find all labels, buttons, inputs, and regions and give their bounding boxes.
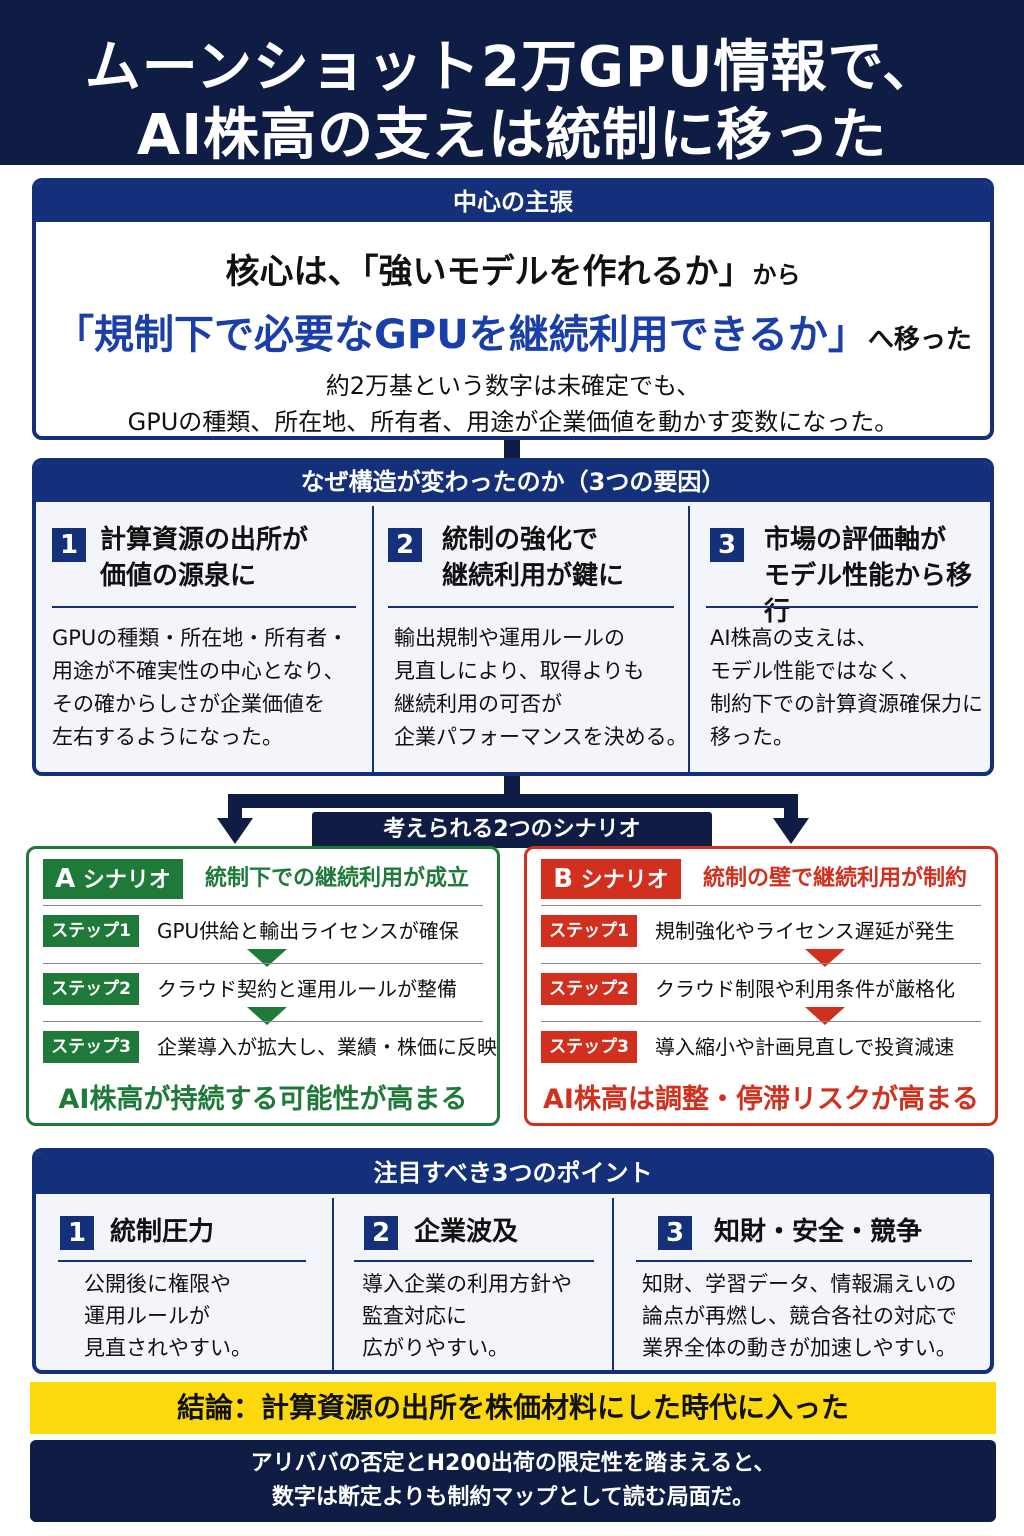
why-box: なぜ構造が変わったのか（3つの要因） 1 計算資源の出所が価値の源泉に GPUの… (32, 458, 994, 776)
central-claim-box: 中心の主張 核心は、「強いモデルを作れるか」から 「規制下で必要なGPUを継続利… (32, 178, 994, 440)
point-divider-1 (58, 1260, 306, 1262)
scenario-b-step-2-label: ステップ2 (541, 973, 637, 1005)
factor-divider-1 (52, 606, 356, 608)
claim-line2-suffix: へ移った (867, 325, 972, 355)
scenario-a-badge: A シナリオ (43, 859, 183, 899)
factor-number-3: 3 (710, 528, 744, 562)
scenario-a-step-2-text: クラウド契約と運用ルールが整備 (157, 977, 457, 1001)
scenario-a-box: A シナリオ 統制下での継続利用が成立 ステップ1 GPU供給と輸出ライセンスが… (26, 846, 500, 1126)
claim-line1: 核心は、「強いモデルを作れるか」から (36, 244, 990, 293)
page-title-line2: AI株高の支えは統制に移った (136, 103, 888, 168)
divider (541, 1021, 981, 1022)
central-claim-heading: 中心の主張 (36, 182, 990, 222)
footer-note: アリババの否定とH200出荷の限定性を踏まえると、 数字は断定よりも制約マップと… (30, 1440, 996, 1522)
conclusion-banner: 結論：計算資源の出所を株価材料にした時代に入った (30, 1382, 996, 1434)
factor-body-3: AI株高の支えは、モデル性能ではなく、制約下での計算資源確保力に移った。 (710, 626, 983, 749)
page-header: ムーンショット2万GPU情報で、 AI株高の支えは統制に移った (0, 0, 1024, 168)
divider (43, 963, 483, 964)
point-title-2: 企業波及 (414, 1217, 519, 1247)
claim-line1-suffix: から (752, 261, 801, 289)
factor-divider-3 (706, 606, 978, 608)
arrow-down-icon (217, 818, 253, 844)
point-divider-2 (354, 1260, 594, 1262)
page-title-line1: ムーンショット2万GPU情報で、 (84, 35, 940, 100)
footer-line1: アリババの否定とH200出荷の限定性を踏まえると、 (250, 1451, 776, 1476)
scenario-b-title: 統制の壁で継続利用が制約 (703, 866, 968, 891)
scenario-a-step-1-label: ステップ1 (43, 915, 139, 947)
point-title-1: 統制圧力 (110, 1217, 215, 1247)
arrow-down-icon (247, 949, 287, 967)
divider (541, 963, 981, 964)
point-number-3: 3 (658, 1216, 692, 1250)
scenario-a-step-3-text: 企業導入が拡大し、業績・株価に反映 (157, 1035, 497, 1059)
connector-line (504, 440, 520, 460)
factor-column-2: 2 統制の強化で継続利用が鍵に 輸出規制や運用ルールの見直しにより、取得よりも継… (372, 506, 688, 772)
arrow-down-icon (247, 1007, 287, 1025)
connector-line (228, 794, 242, 820)
factor-title-3: 市場の評価軸がモデル性能から移行 (764, 525, 973, 627)
divider (541, 905, 981, 906)
factor-divider-2 (388, 606, 674, 608)
point-column-2: 2 企業波及 導入企業の利用方針や監査対応に広がりやすい。 (332, 1198, 612, 1370)
connector-line (504, 776, 520, 796)
connector-line (784, 794, 798, 820)
points-box: 注目すべき3つのポイント 1 統制圧力 公開後に権限や運用ルールが見直されやすい… (32, 1148, 994, 1374)
arrow-down-icon (805, 949, 845, 967)
scenario-b-step-2-text: クラウド制限や利用条件が厳格化 (655, 977, 955, 1001)
scenario-b-step-1-text: 規制強化やライセンス遅延が発生 (655, 919, 955, 943)
point-body-1: 公開後に権限や運用ルールが見直されやすい。 (84, 1272, 252, 1360)
point-column-3: 3 知財・安全・競争 知財、学習データ、情報漏えいの論点が再燃し、競合各社の対応… (612, 1198, 990, 1370)
point-divider-3 (636, 1260, 972, 1262)
scenarios-label: 考えられる2つのシナリオ (312, 812, 712, 848)
factor-column-1: 1 計算資源の出所が価値の源泉に GPUの種類・所在地・所有者・用途が不確実性の… (36, 506, 372, 772)
scenario-a-step-1-text: GPU供給と輸出ライセンスが確保 (157, 919, 459, 943)
point-number-1: 1 (60, 1216, 94, 1250)
scenario-a-step-2-label: ステップ2 (43, 973, 139, 1005)
claim-line2-main: 「規制下で必要なGPUを継続利用できるか」 (54, 312, 868, 358)
point-title-3: 知財・安全・競争 (714, 1217, 923, 1247)
claim-line4: GPUの種類、所在地、所有者、用途が企業価値を動かす変数になった。 (127, 408, 899, 436)
point-column-1: 1 統制圧力 公開後に権限や運用ルールが見直されやすい。 (36, 1198, 332, 1370)
point-number-2: 2 (364, 1216, 398, 1250)
arrow-down-icon (773, 818, 809, 844)
factor-number-1: 1 (52, 528, 86, 562)
point-body-2: 導入企業の利用方針や監査対応に広がりやすい。 (362, 1272, 572, 1360)
divider (43, 905, 483, 906)
scenario-b-step-1-label: ステップ1 (541, 915, 637, 947)
claim-line2: 「規制下で必要なGPUを継続利用できるか」へ移った (36, 302, 990, 360)
scenario-a-result: AI株高が持続する可能性が高まる (58, 1084, 468, 1115)
why-heading: なぜ構造が変わったのか（3つの要因） (36, 462, 990, 502)
divider (43, 1021, 483, 1022)
claim-line1-main: 核心は、「強いモデルを作れるか」 (225, 252, 753, 292)
scenario-b-box: B シナリオ 統制の壁で継続利用が制約 ステップ1 規制強化やライセンス遅延が発… (524, 846, 998, 1126)
factor-column-3: 3 市場の評価軸がモデル性能から移行 AI株高の支えは、モデル性能ではなく、制約… (688, 506, 990, 772)
claim-line3: 約2万基という数字は未確定でも、 (325, 372, 701, 400)
point-body-3: 知財、学習データ、情報漏えいの論点が再燃し、競合各社の対応で業界全体の動きが加速… (642, 1272, 957, 1360)
arrow-down-icon (805, 1007, 845, 1025)
footer-line2: 数字は断定よりも制約マップとして読む局面だ。 (271, 1485, 755, 1510)
factor-body-1: GPUの種類・所在地・所有者・用途が不確実性の中心となり、その確からしさが企業価… (52, 626, 349, 749)
factor-number-2: 2 (388, 528, 422, 562)
scenario-b-step-3-text: 導入縮小や計画見直しで投資減速 (655, 1035, 955, 1059)
scenario-b-result: AI株高は調整・停滞リスクが高まる (543, 1084, 979, 1115)
points-heading: 注目すべき3つのポイント (36, 1152, 990, 1194)
scenario-b-badge: B シナリオ (541, 859, 681, 899)
scenario-a-title: 統制下での継続利用が成立 (205, 866, 470, 891)
factor-body-2: 輸出規制や運用ルールの見直しにより、取得よりも継続利用の可否が企業パフォーマンス… (394, 626, 688, 749)
factor-title-1: 計算資源の出所が価値の源泉に (100, 525, 309, 591)
factor-title-2: 統制の強化で継続利用が鍵に (442, 525, 625, 591)
connector-line (228, 794, 798, 808)
scenario-b-step-3-label: ステップ3 (541, 1031, 637, 1063)
scenario-a-step-3-label: ステップ3 (43, 1031, 139, 1063)
